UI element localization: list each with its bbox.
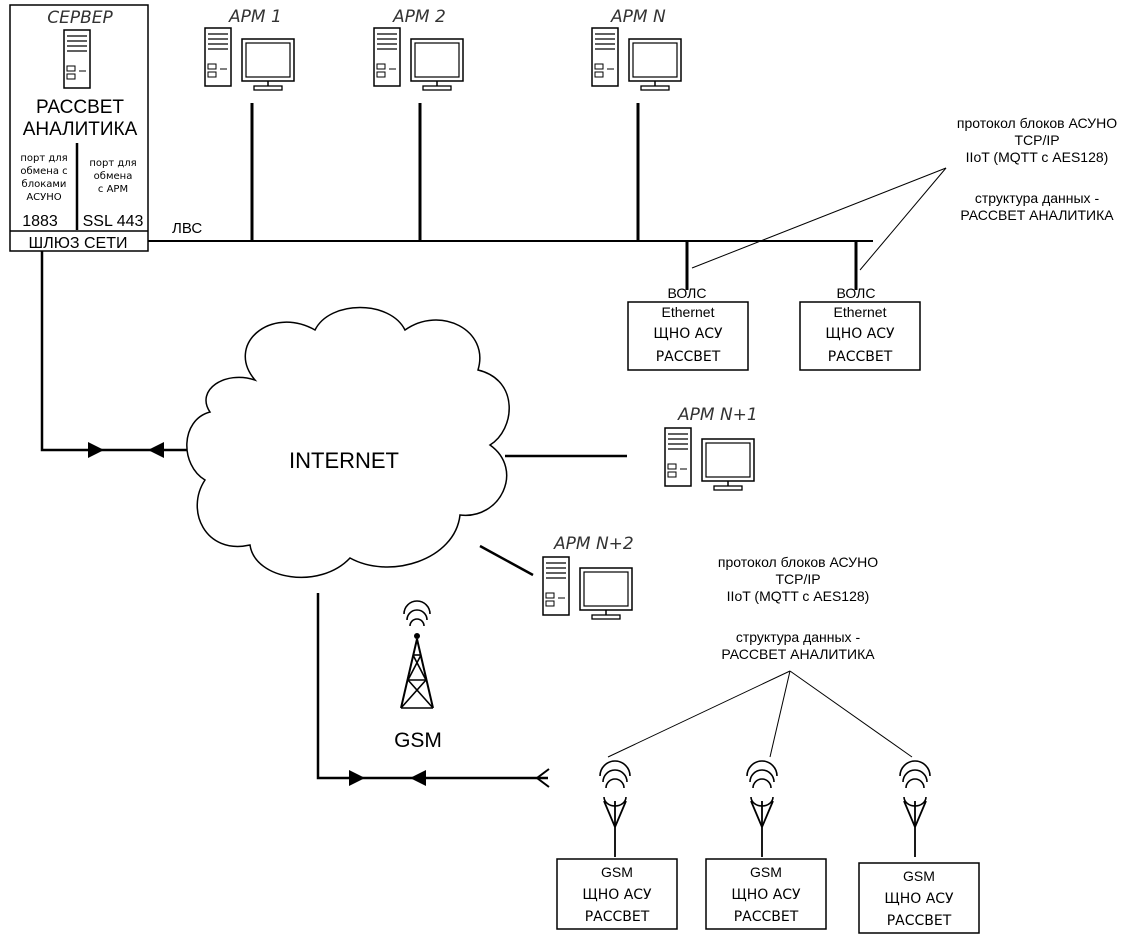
signal-wave-icon: [403, 600, 431, 615]
workstation-arm-n: АРМ N: [591, 7, 682, 91]
iface-label: GSM: [750, 864, 782, 880]
fiber-link-label: ВОЛС: [668, 285, 707, 301]
unit-line1: ЩНО АСУ: [731, 887, 801, 903]
gsm-tower: GSM: [394, 600, 442, 752]
port-ssl443-label: SSL 443: [83, 213, 144, 230]
workstation-label: АРМ 2: [392, 7, 446, 27]
protocol-line: протокол блоков АСУНО: [957, 115, 1117, 131]
unit-line2: РАССВЕТ: [585, 909, 650, 925]
workstation-label: АРМ N+2: [553, 534, 634, 554]
port-1883-label: 1883: [22, 213, 58, 230]
port-left-desc-2: обмена с: [20, 166, 67, 177]
fiber-unit-1: ВОЛС Ethernet ЩНО АСУ РАССВЕТ: [627, 285, 749, 371]
port-right-desc-1: порт для: [89, 158, 136, 169]
protocol-line: TCP/IP: [1014, 132, 1059, 148]
port-left-desc-3: блоками: [22, 179, 67, 190]
fiber-unit-2: ВОЛС Ethernet ЩНО АСУ РАССВЕТ: [799, 285, 921, 371]
protocol-line: структура данных -: [736, 629, 861, 645]
protocol-line: IIoT (MQTT с AES128): [727, 588, 870, 604]
antenna-icon: [599, 760, 631, 858]
workstation-label: АРМ N: [610, 7, 666, 27]
lan-label: ЛВС: [172, 220, 202, 237]
gsm-link: [316, 593, 550, 788]
unit-line1: ЩНО АСУ: [653, 326, 723, 342]
protocol-line: структура данных -: [975, 190, 1100, 206]
monitor-icon: [241, 38, 295, 91]
workstation-arm-2: АРМ 2: [373, 7, 464, 91]
port-right-desc-3: с АРМ: [98, 184, 128, 195]
antenna-icon: [899, 760, 931, 858]
gsm-unit-2: GSM ЩНО АСУ РАССВЕТ: [705, 858, 827, 930]
workstation-arm-n2: АРМ N+2: [542, 534, 634, 620]
server-tower-icon: [63, 29, 91, 89]
unit-line2: РАССВЕТ: [734, 909, 799, 925]
gsm-unit-1: GSM ЩНО АСУ РАССВЕТ: [556, 858, 678, 930]
port-left-desc-4: АСУНО: [26, 192, 61, 203]
pc-tower-icon: [373, 27, 401, 87]
iface-label: GSM: [903, 868, 935, 884]
pc-tower-icon: [542, 556, 570, 616]
protocol-line: TCP/IP: [775, 571, 820, 587]
unit-line1: ЩНО АСУ: [884, 891, 954, 907]
pc-tower-icon: [591, 27, 619, 87]
unit-line1: ЩНО АСУ: [825, 326, 895, 342]
monitor-icon: [701, 438, 755, 491]
internet-label: INTERNET: [289, 448, 399, 473]
server-name-line1: РАССВЕТ: [36, 97, 124, 118]
antenna-icon: [746, 760, 778, 858]
gsm-unit-3: GSM ЩНО АСУ РАССВЕТ: [858, 862, 980, 934]
workstation-label: АРМ N+1: [677, 405, 758, 425]
server-name-line2: АНАЛИТИКА: [23, 119, 138, 140]
protocol-line: протокол блоков АСУНО: [718, 554, 878, 570]
unit-line2: РАССВЕТ: [656, 349, 721, 365]
gsm-label: GSM: [394, 729, 442, 752]
server-title: СЕРВЕР: [47, 8, 113, 28]
server-internet-link: [40, 251, 195, 458]
workstation-arm-n1: АРМ N+1: [664, 405, 758, 491]
unit-line1: ЩНО АСУ: [582, 887, 652, 903]
workstation-arm-1: АРМ 1: [204, 7, 295, 91]
lan-bus: ЛВС: [148, 103, 873, 290]
protocol-line: IIoT (MQTT с AES128): [966, 149, 1109, 165]
unit-line2: РАССВЕТ: [828, 349, 893, 365]
protocol-note-top: протокол блоков АСУНО TCP/IP IIoT (MQTT …: [691, 115, 1117, 271]
workstation-label: АРМ 1: [228, 7, 282, 27]
port-right-desc-2: обмена: [94, 171, 133, 182]
protocol-note-bottom: протокол блоков АСУНО TCP/IP IIoT (MQTT …: [607, 554, 913, 758]
fiber-link-label: ВОЛС: [837, 285, 876, 301]
monitor-icon: [410, 38, 464, 91]
monitor-icon: [628, 38, 682, 91]
internet-cloud: INTERNET: [186, 306, 510, 579]
port-left-desc-1: порт для: [20, 153, 67, 164]
server-block: СЕРВЕР РАССВЕТ АНАЛИТИКА порт для обмена…: [9, 4, 149, 252]
iface-label: Ethernet: [834, 304, 887, 320]
gateway-label: ШЛЮЗ СЕТИ: [29, 235, 128, 252]
monitor-icon: [579, 567, 633, 620]
iface-label: Ethernet: [662, 304, 715, 320]
tower-icon: [400, 638, 434, 709]
iface-label: GSM: [601, 864, 633, 880]
pc-tower-icon: [664, 427, 692, 487]
link-arm-n2: [479, 544, 534, 577]
protocol-line: РАССВЕТ АНАЛИТИКА: [721, 646, 875, 662]
unit-line2: РАССВЕТ: [887, 913, 952, 929]
pc-tower-icon: [204, 27, 232, 87]
protocol-line: РАССВЕТ АНАЛИТИКА: [960, 207, 1114, 223]
